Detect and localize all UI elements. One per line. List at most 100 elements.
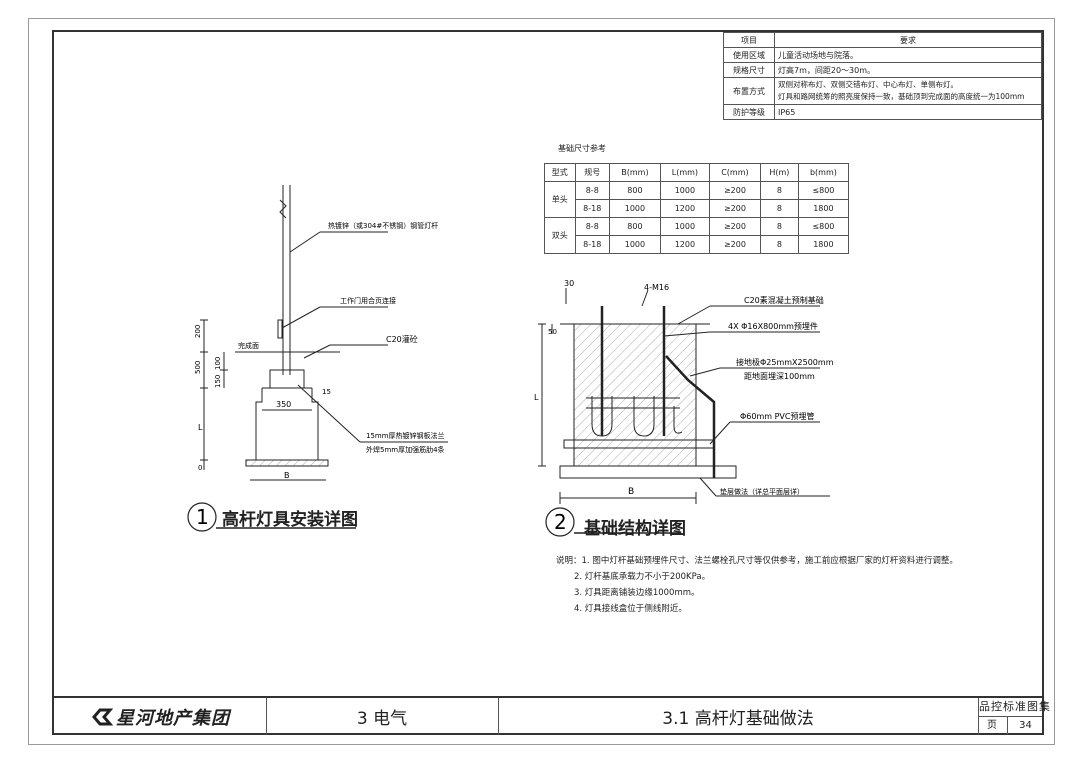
row-item: 布置方式 xyxy=(723,77,775,105)
table-row: 防护等级 IP65 xyxy=(723,104,1042,120)
table-cell: 800 xyxy=(608,217,661,236)
note-item: 2. 灯杆基底承载力不小于200KPa。 xyxy=(574,572,711,582)
table-cell: ≥200 xyxy=(708,181,761,200)
dim-50: 50 xyxy=(548,328,557,336)
pvc-label: Φ60mm PVC预埋管 xyxy=(740,411,815,421)
table-cell: 8-18 xyxy=(574,235,610,254)
section-cell: 3 电气 xyxy=(266,698,499,735)
row-value: 双侧对称布灯、双侧交错布灯、中心布灯、单侧布灯。 灯具和路网统筹的照亮度保持一致… xyxy=(774,77,1042,105)
finish-label: 完成面 xyxy=(238,341,259,350)
dim-100: 100 xyxy=(214,357,222,370)
ground-rod-label: 接地极Φ25mmX2500mm xyxy=(736,357,834,367)
dim-L: L xyxy=(534,393,539,402)
access-door xyxy=(277,319,283,339)
pvc-pipe xyxy=(563,439,715,449)
col-header: b(mm) xyxy=(797,163,850,182)
note-item: 3. 灯具距离铺装边缘1000mm。 xyxy=(574,588,700,598)
row-value: 灯高7m，间距20～30m。 xyxy=(774,62,1042,78)
ground-depth-label: 距地面埋深100mm xyxy=(744,371,815,381)
col-header: L(mm) xyxy=(659,163,710,182)
note-line: 说明：1. 图中灯杆基础预埋件尺寸、法兰螺栓孔尺寸等仅供参考，施工前应根据厂家的… xyxy=(556,553,958,569)
notes-lead: 说明： xyxy=(556,556,582,566)
bolt-hook xyxy=(673,406,683,434)
dim-150: 150 xyxy=(214,375,222,388)
header-item: 项目 xyxy=(723,32,775,48)
foundation-structure-drawing: 30 4-M16 C20素混凝土预制基础 4X Φ16X800mm预埋件 接地极… xyxy=(534,279,834,537)
bolt-hook xyxy=(591,396,613,437)
set-name: 品控标准图集 xyxy=(979,698,1050,717)
dim-350: 350 xyxy=(276,400,291,409)
table-cell: 8-18 xyxy=(574,199,610,218)
table-cell: 1000 xyxy=(608,199,661,218)
detail-number: 2 xyxy=(554,510,567,534)
drawing-frame xyxy=(52,30,1044,735)
detail-number: 1 xyxy=(196,505,209,529)
table-header-row: 型式 规号 B(mm) L(mm) C(mm) H(m) b(mm) xyxy=(544,163,850,182)
header-requirement: 要求 xyxy=(774,32,1042,48)
dim-15: 15 xyxy=(322,388,331,396)
col-header: 规号 xyxy=(574,163,610,182)
table-cell: 8 xyxy=(759,217,799,236)
row-item: 使用区域 xyxy=(723,47,775,63)
break-mark xyxy=(279,199,287,219)
table-cell: 8 xyxy=(759,181,799,200)
row-item: 规格尺寸 xyxy=(723,62,775,78)
note-item: 1. 图中灯杆基础预埋件尺寸、法兰螺栓孔尺寸等仅供参考，施工前应根据厂家的灯杆资… xyxy=(581,556,958,566)
foundation-table-caption: 基础尺寸参考 xyxy=(558,144,606,153)
set-info: 品控标准图集 xyxy=(979,698,1050,735)
dim-B: B xyxy=(284,471,290,480)
table-cell: 1200 xyxy=(659,199,710,218)
company-logo-text: 星河地产集团 xyxy=(116,707,230,729)
type-cell: 双头 xyxy=(544,217,576,254)
base-label: 垫层做法（详总平面层详） xyxy=(720,487,804,496)
table-row: 双头 8-8 800 1000 ≥200 8 ≤800 xyxy=(544,217,850,254)
col-header: B(mm) xyxy=(608,163,661,182)
requirements-table: 项目 要求 使用区域 儿童活动场地与院落。 规格尺寸 灯高7m，间距20～30m… xyxy=(723,32,1042,120)
plate-label-1: 15mm厚热镀锌钢板法兰 xyxy=(366,431,445,440)
table-row: 布置方式 双侧对称布灯、双侧交错布灯、中心布灯、单侧布灯。 灯具和路网统筹的照亮… xyxy=(723,77,1042,105)
table-cell: 8-8 xyxy=(574,181,610,200)
dim-0: 0 xyxy=(198,464,202,472)
drawing-title: 3.1 高杆灯基础做法 xyxy=(498,698,979,735)
base-slab xyxy=(245,459,329,467)
dim-B: B xyxy=(628,487,634,497)
detail1-title: 高杆灯具安装详图 xyxy=(222,510,358,530)
row-value-line: 灯具和路网统筹的照亮度保持一致，基础顶到完成面的高度统一为100mm xyxy=(778,92,1025,101)
table-cell: 1800 xyxy=(797,199,850,218)
bolts-label: 4-M16 xyxy=(644,283,669,292)
col-header: 型式 xyxy=(544,163,576,182)
table-cell: 1000 xyxy=(659,217,710,236)
c20-label: C20素混凝土预制基础 xyxy=(744,295,824,305)
table-cell: ≥200 xyxy=(708,235,761,254)
page-number: 34 xyxy=(1019,720,1032,731)
foundation-table: 型式 规号 B(mm) L(mm) C(mm) H(m) b(mm) 单头 8-… xyxy=(544,163,850,254)
dim-200: 200 xyxy=(194,325,202,338)
title-block: 星河地产集团 3 电气 3.1 高杆灯基础做法 品控标准图集 页 34 xyxy=(54,696,1050,735)
dim-30: 30 xyxy=(564,279,574,288)
table-cell: ≤800 xyxy=(797,217,850,236)
note-item: 4. 灯具接线盒位于侧线附近。 xyxy=(574,604,687,614)
bolt-hook xyxy=(633,396,655,437)
table-cell: 8 xyxy=(759,235,799,254)
row-value: IP65 xyxy=(774,104,1042,120)
detail-number-circle xyxy=(545,507,575,537)
col-header: H(m) xyxy=(759,163,799,182)
table-cell: ≤800 xyxy=(797,181,850,200)
detail2-title: 基础结构详图 xyxy=(584,519,686,539)
base-layer xyxy=(559,465,737,479)
table-row: 单头 8-8 800 1000 ≥200 8 ≤800 xyxy=(544,181,850,218)
table-cell: 1000 xyxy=(659,181,710,200)
logo-cell: 星河地产集团 xyxy=(54,698,267,735)
table-cell: 800 xyxy=(608,181,661,200)
table-row: 8-18 1000 1200 ≥200 8 1800 xyxy=(545,199,850,218)
pole-installation-drawing: 热镀锌（或304#不锈钢）钢管灯杆 工作门用合页连接 C20灌砼 完成面 15m… xyxy=(187,185,448,532)
concrete-foundation xyxy=(573,323,697,467)
table-cell: 8-8 xyxy=(574,217,610,236)
plate-label-2: 外焊5mm厚加强筋肋4条 xyxy=(366,445,445,454)
col-header: C(mm) xyxy=(708,163,761,182)
row-value-line: 双侧对称布灯、双侧交错布灯、中心布灯、单侧布灯。 xyxy=(778,80,958,89)
table-cell: 1000 xyxy=(608,235,661,254)
table-cell: 1200 xyxy=(659,235,710,254)
dim-500: 500 xyxy=(194,361,202,374)
foundation-block xyxy=(255,388,319,461)
